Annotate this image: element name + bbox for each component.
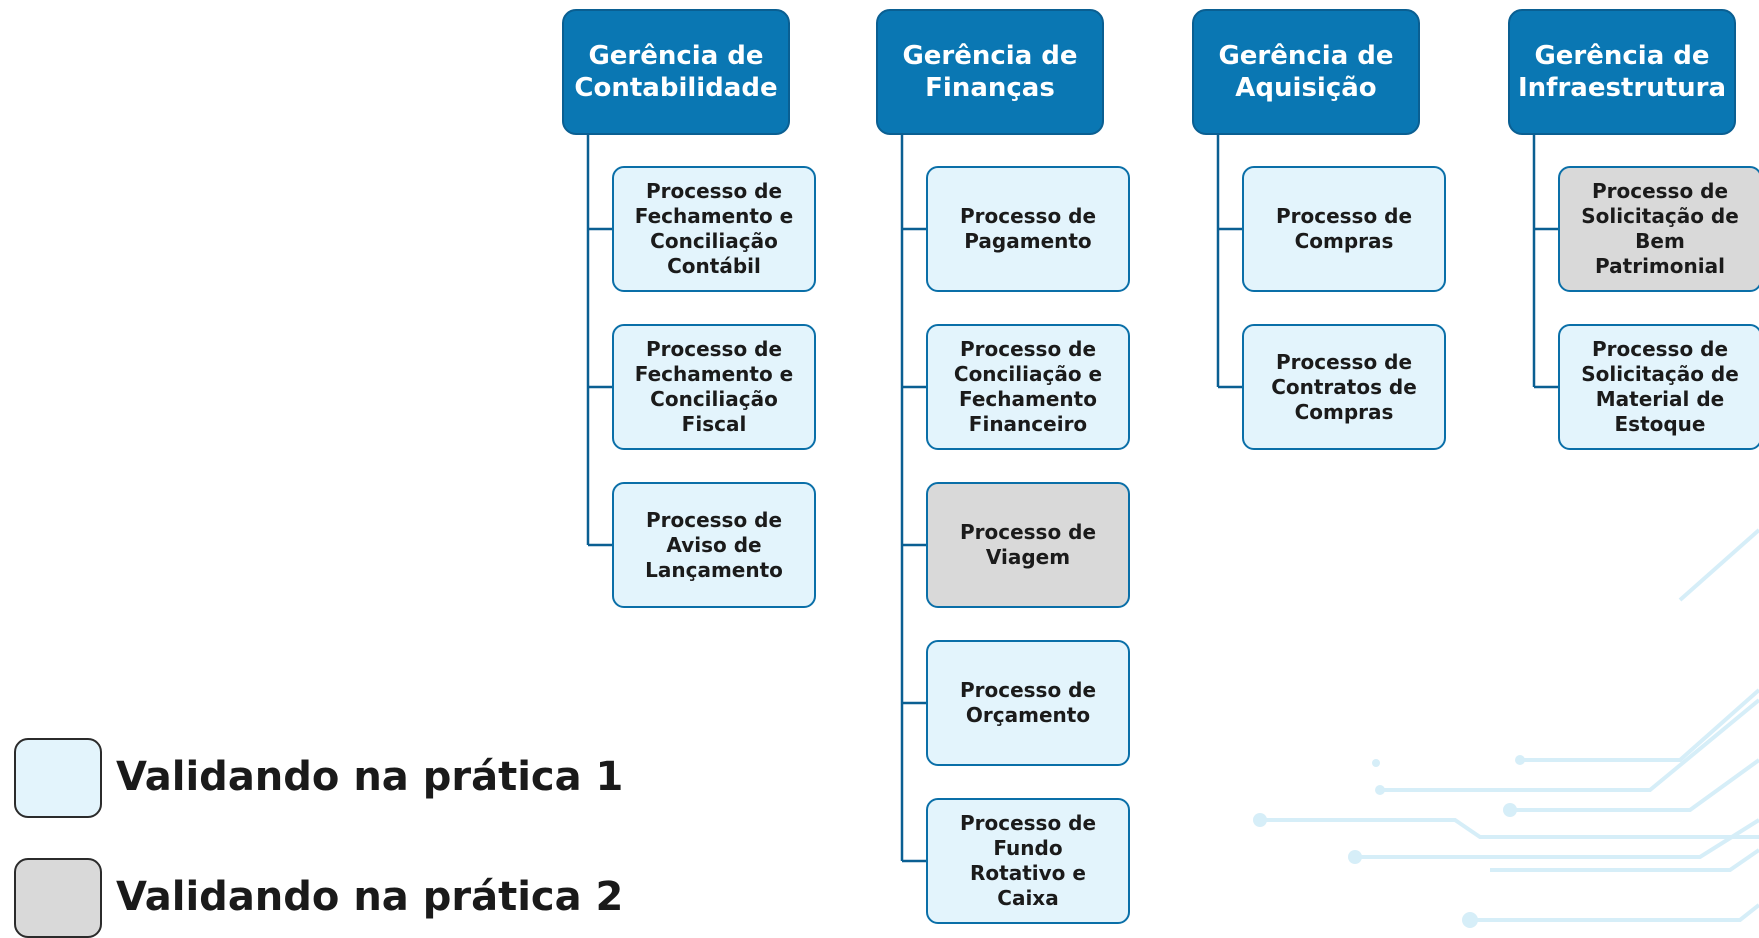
circuit-line <box>1470 903 1759 922</box>
circuit-line <box>1510 758 1759 812</box>
circuit-line <box>1260 818 1759 839</box>
circuit-dot <box>1503 803 1517 817</box>
circuit-dot <box>1348 850 1362 864</box>
department-header: Gerência de Contabilidade <box>562 9 790 135</box>
process-box: Processo de Aviso de Lançamento <box>612 482 816 608</box>
process-box: Processo de Viagem <box>926 482 1130 608</box>
circuit-line <box>1380 698 1759 792</box>
circuit-line <box>1490 848 1759 872</box>
legend-swatch <box>14 858 102 938</box>
circuit-dot <box>1515 755 1525 765</box>
legend-swatch <box>14 738 102 818</box>
department-header: Gerência de Finanças <box>876 9 1104 135</box>
process-box: Processo de Pagamento <box>926 166 1130 292</box>
process-box: Processo de Fechamento e Conciliação Con… <box>612 166 816 292</box>
department-header: Gerência de Aquisição <box>1192 9 1420 135</box>
process-box: Processo de Solicitação de Material de E… <box>1558 324 1759 450</box>
circuit-dot <box>1253 813 1267 827</box>
circuit-line <box>1678 528 1759 602</box>
circuit-line <box>1520 688 1759 762</box>
legend-label: Validando na prática 1 <box>116 754 624 800</box>
process-box: Processo de Contratos de Compras <box>1242 324 1446 450</box>
process-box: Processo de Compras <box>1242 166 1446 292</box>
process-box: Processo de Conciliação e Fechamento Fin… <box>926 324 1130 450</box>
circuit-line <box>1355 818 1759 859</box>
legend-label: Validando na prática 2 <box>116 874 624 920</box>
circuit-dot <box>1462 912 1478 928</box>
process-box: Processo de Solicitação de Bem Patrimoni… <box>1558 166 1759 292</box>
process-box: Processo de Fechamento e Conciliação Fis… <box>612 324 816 450</box>
circuit-dot <box>1372 759 1380 767</box>
department-header: Gerência de Infraestrutura <box>1508 9 1736 135</box>
process-box: Processo de Orçamento <box>926 640 1130 766</box>
process-box: Processo de Fundo Rotativo e Caixa <box>926 798 1130 924</box>
circuit-dot <box>1375 785 1385 795</box>
